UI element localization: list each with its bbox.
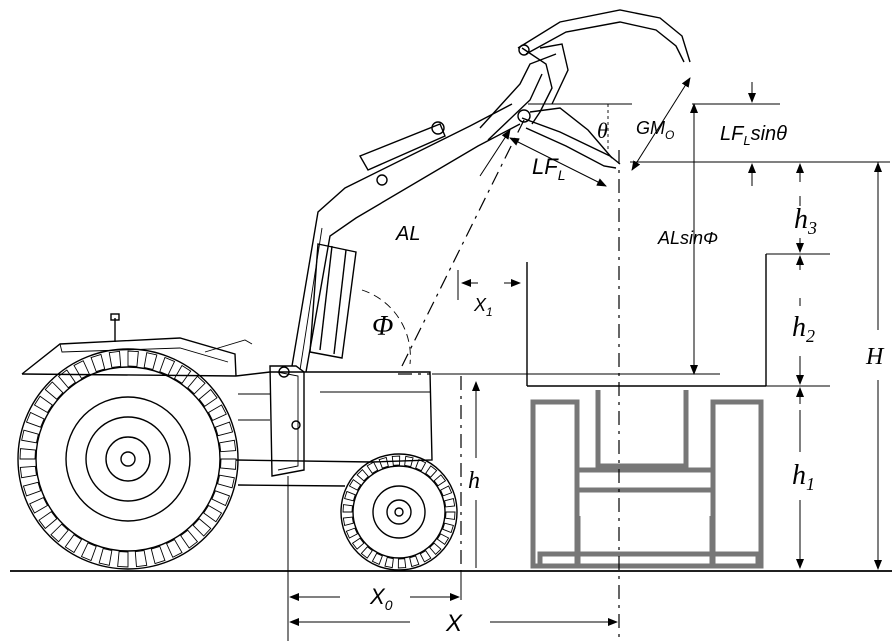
label-h: h [468, 468, 480, 494]
label-h2: h2 [792, 312, 815, 346]
tractor [17, 9, 691, 571]
label-x: X [445, 610, 463, 637]
label-gmo: GMO [636, 118, 674, 142]
label-h3: h3 [794, 204, 817, 238]
rear-tire-treads [19, 350, 237, 568]
label-AL: AL [395, 223, 420, 245]
label-phi: Φ [372, 311, 393, 342]
al-line [401, 119, 525, 367]
label-H: H [865, 344, 885, 370]
label-lfl: LFL [532, 154, 565, 183]
front-tire-treads [342, 455, 456, 569]
front-wheel [340, 453, 458, 571]
label-x1: X1 [473, 295, 493, 319]
al-arrow [479, 129, 511, 177]
lfl-arrow [509, 137, 607, 187]
phi-arc [361, 289, 411, 365]
label-alsinphi: ALsinΦ [657, 228, 718, 248]
label-theta: θ [597, 118, 608, 143]
gmo-arrow [631, 77, 691, 171]
label-lfl-sin-theta: LFLsinθ [720, 123, 787, 148]
truck-box [526, 254, 767, 569]
rear-wheel [17, 348, 239, 570]
label-h1: h1 [792, 460, 815, 494]
label-x0: X0 [369, 584, 393, 613]
